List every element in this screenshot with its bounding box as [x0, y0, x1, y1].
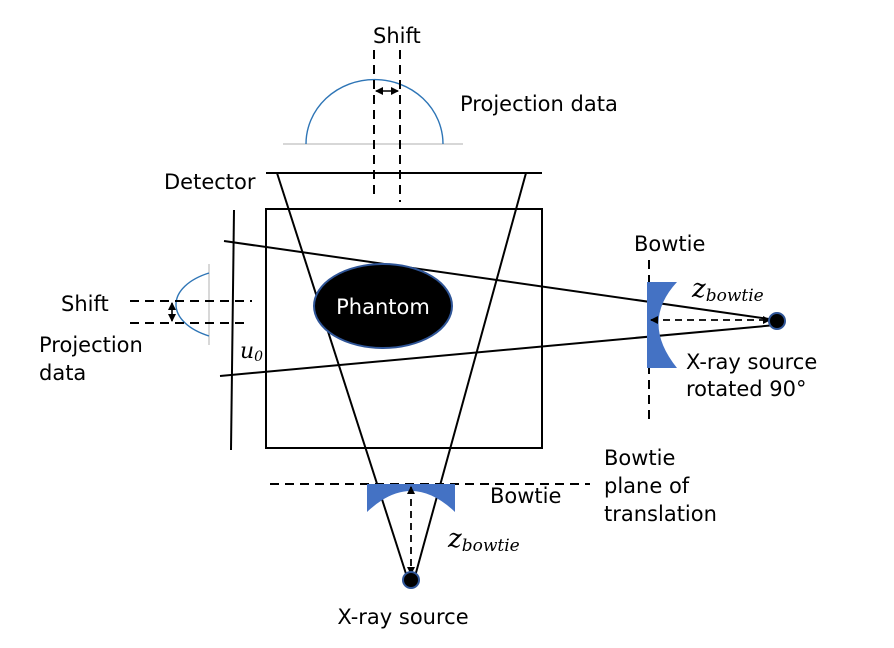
left-projection-curve: [175, 272, 210, 337]
bowtie-plane-label-line1: Bowtie: [604, 446, 675, 470]
xray-rotated-label-line2: rotated 90°: [686, 377, 807, 401]
beam-right-bottom: [413, 172, 527, 581]
bottom-bowtie-label: Bowtie: [490, 484, 561, 508]
u0-label: u0: [240, 339, 263, 365]
bottom-z-bowtie-label: zbowtie: [447, 524, 520, 556]
detector-label: Detector: [164, 170, 256, 194]
bottom-xray-source: [402, 571, 420, 589]
phantom-box: [265, 208, 543, 449]
bowtie-plane-label-line2: plane of: [604, 474, 690, 498]
right-bowtie-label: Bowtie: [634, 232, 705, 256]
rotated-bowtie-shape: [647, 282, 677, 368]
left-shift-label: Shift: [61, 292, 109, 316]
beam-bottom-rotated: [219, 324, 777, 377]
beam-left-bottom: [276, 172, 409, 581]
left-projection-label-line2: data: [39, 361, 86, 385]
phantom-label: Phantom: [336, 295, 430, 319]
top-projection-curve: [305, 78, 444, 145]
xray-source-label: X-ray source: [337, 605, 468, 629]
xray-rotated-label-line1: X-ray source: [686, 350, 817, 374]
top-projection-data-label: Projection data: [460, 92, 618, 116]
rotated-xray-source: [768, 312, 786, 330]
bowtie-plane-label-line3: translation: [604, 502, 717, 526]
rotated-detector-line: [230, 209, 235, 451]
phantom-ellipse: [313, 263, 453, 349]
left-projection-label-line1: Projection: [39, 333, 143, 357]
beam-top-rotated: [223, 240, 777, 321]
top-shift-label: Shift: [373, 24, 421, 48]
bottom-bowtie-shape: [367, 484, 455, 512]
right-z-bowtie-label: zbowtie: [691, 274, 764, 306]
